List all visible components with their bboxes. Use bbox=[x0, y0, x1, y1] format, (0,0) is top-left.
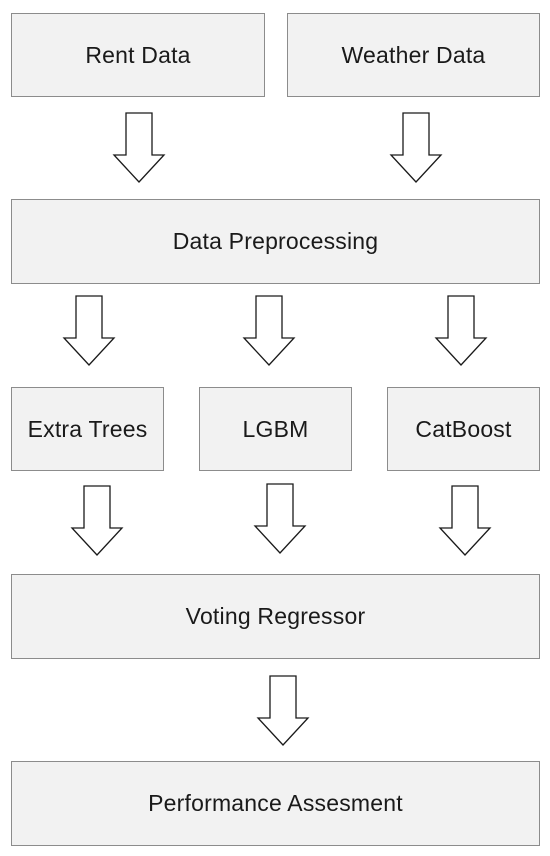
extra-trees-label: Extra Trees bbox=[27, 415, 148, 442]
arrow-rent-to-preprocessing bbox=[112, 112, 166, 183]
arrow-extra-trees-to-voting bbox=[70, 485, 124, 556]
rent-data-label: Rent Data bbox=[85, 41, 191, 68]
arrow-preprocessing-to-lgbm bbox=[242, 295, 296, 366]
data-preprocessing-label: Data Preprocessing bbox=[172, 228, 379, 254]
arrow-preprocessing-to-extra-trees bbox=[62, 295, 116, 366]
arrow-lgbm-to-voting bbox=[253, 483, 307, 554]
extra-trees-node: Extra Trees bbox=[11, 387, 164, 471]
performance-assessment-node: Performance Assesment bbox=[11, 761, 540, 846]
data-preprocessing-node: Data Preprocessing bbox=[11, 199, 540, 284]
arrow-voting-to-performance bbox=[256, 675, 310, 746]
arrow-weather-to-preprocessing bbox=[389, 112, 443, 183]
catboost-label: CatBoost bbox=[415, 415, 512, 442]
arrow-catboost-to-voting bbox=[438, 485, 492, 556]
voting-regressor-label: Voting Regressor bbox=[185, 603, 366, 629]
lgbm-node: LGBM bbox=[199, 387, 352, 471]
rent-data-node: Rent Data bbox=[11, 13, 265, 97]
performance-assessment-label: Performance Assesment bbox=[148, 790, 403, 816]
weather-data-node: Weather Data bbox=[287, 13, 540, 97]
voting-regressor-node: Voting Regressor bbox=[11, 574, 540, 659]
catboost-node: CatBoost bbox=[387, 387, 540, 471]
arrow-preprocessing-to-catboost bbox=[434, 295, 488, 366]
weather-data-label: Weather Data bbox=[341, 41, 486, 68]
lgbm-label: LGBM bbox=[242, 415, 309, 442]
